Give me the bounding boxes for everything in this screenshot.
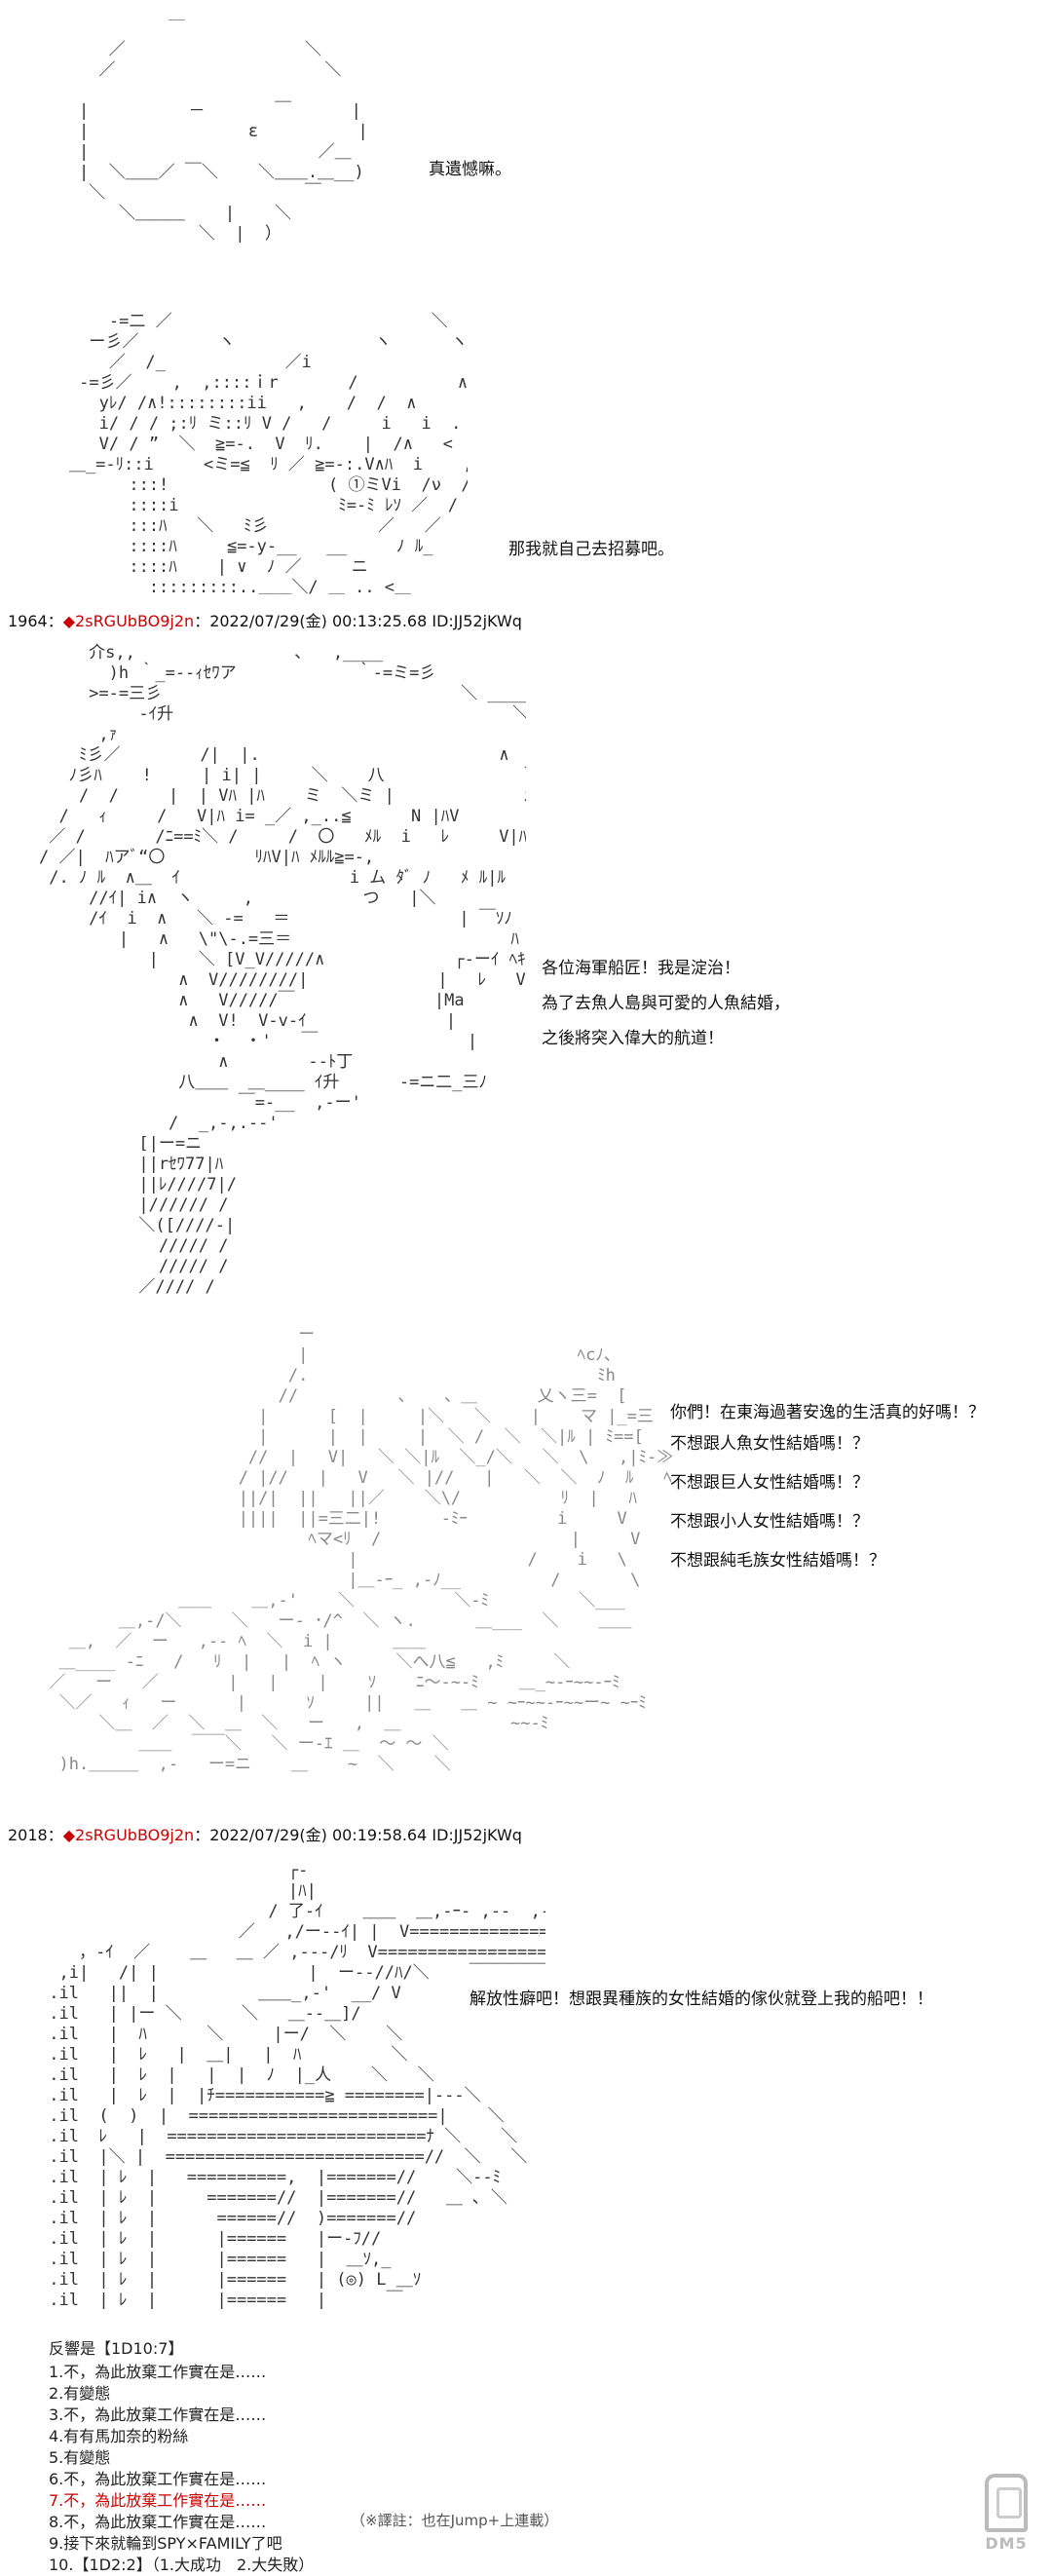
- dialog-scene4-line1: 你們！在東海過著安逸的生活真的好嗎！？: [670, 1403, 985, 1422]
- dialog-scene3-line3: 之後將突入偉大的航道！: [542, 1029, 724, 1048]
- ascii-art-face: ￣ ／ ＼ ／ ＼ | － ￣ | | ε | | ／＿ | ＼＿＿／ ￣＼ ＼…: [78, 19, 368, 244]
- dialog-scene1: 真遺憾嘛。: [429, 160, 511, 179]
- dialog-scene4-line2: 不想跟人魚女性結婚嗎！？: [670, 1434, 869, 1454]
- post-header-2018: 2018：◆2sRGUbBO9j2n：2022/07/29(金) 00:19:5…: [8, 1826, 522, 1845]
- site-watermark: DM5: [978, 2463, 1034, 2553]
- options-title: 反響是【1D10:7】: [49, 2339, 184, 2358]
- translator-note: （※譯註：也在Jump+上連載）: [351, 2512, 559, 2529]
- dialog-scene2: 那我就自己去招募吧。: [508, 540, 674, 559]
- dialog-scene4-line4: 不想跟小人女性結婚嗎！？: [670, 1512, 869, 1532]
- post-datetime-id: ：2022/07/29(金) 00:19:58.64 ID:JJ52jKWq: [194, 1826, 522, 1844]
- dialog-scene4-line5: 不想跟純毛族女性結婚嗎！？: [670, 1551, 885, 1571]
- options-list: 1.不，為此放棄工作實在是…… 2.有變態 3.不，為此放棄工作實在是…… 4.…: [49, 2362, 633, 2576]
- trip-code: 2sRGUbBO9j2n: [75, 612, 195, 630]
- list-item: 3.不，為此放棄工作實在是……: [49, 2406, 267, 2424]
- list-item-selected: 7.不，為此放棄工作實在是……: [49, 2491, 267, 2510]
- post-number: 2018: [8, 1826, 48, 1844]
- dialog-scene5: 解放性癖吧！想跟異種族的女性結婚的傢伙就登上我的船吧！！: [470, 1989, 933, 2009]
- list-item: 1.不，為此放棄工作實在是……: [49, 2363, 267, 2381]
- trip-code: 2sRGUbBO9j2n: [75, 1826, 195, 1844]
- watermark-text: DM5: [985, 2534, 1028, 2553]
- post-datetime-id: ：2022/07/29(金) 00:13:25.68 ID:JJ52jKWq: [194, 612, 522, 630]
- ascii-art-character: -=二 ／ ＼ ー彡／ ヽ ヽ ヽ＿ ／ /_ ／i ミ＿ -=彡／ , ,::…: [68, 312, 468, 594]
- list-item: 9.接下來就輪到SPY×FAMILY了吧: [49, 2534, 282, 2553]
- reaction-options: 反響是【1D10:7】 1.不，為此放棄工作實在是…… 2.有變態 3.不，為此…: [49, 2338, 633, 2576]
- watermark-logo-icon: [985, 2474, 1028, 2532]
- list-item: 4.有有馬加奈的粉絲: [49, 2427, 189, 2445]
- dialog-scene3-line1: 各位海軍船匠！我是淀治！: [542, 959, 740, 978]
- dialog-scene3-line2: 為了去魚人島與可愛的人魚結婚，: [542, 994, 790, 1013]
- list-item: 2.有變態: [49, 2384, 111, 2403]
- ascii-art-speaker: 介s,, ､ ,____ )h ｀_=--ｨｾﾜア ｀-=ミ=彡 >=-=三彡 …: [39, 643, 526, 1297]
- list-item: 6.不，為此放棄工作實在是……: [49, 2470, 267, 2488]
- trip-diamond: ◆: [62, 1826, 76, 1844]
- ascii-art-ship: ┌‐ |ﾊ| / 了‐ｲ ＿＿ ＿,-ｰ- ,-‐ ,-‐ ,-‐ ／ ,/ー-…: [49, 1861, 545, 2310]
- list-item: 5.有變態: [49, 2448, 111, 2467]
- trip-diamond: ◆: [62, 612, 76, 630]
- post-header-1964: 1964：◆2sRGUbBO9j2n：2022/07/29(金) 00:13:2…: [8, 612, 522, 631]
- dialog-scene4-line3: 不想跟巨人女性結婚嗎！？: [670, 1473, 869, 1493]
- post-number: 1964: [8, 612, 48, 630]
- post-separator: ：: [47, 1826, 63, 1844]
- list-item: 8.不，為此放棄工作實在是……: [49, 2513, 267, 2531]
- post-separator: ：: [47, 612, 63, 630]
- list-item: 10.【1D2:2】（1.大成功 2.大失敗）: [49, 2556, 315, 2574]
- ascii-art-ship-scene: ー | ﾍcﾉ、 /. ﾐh // 、 、＿ 乂ヽ三= [ |: [49, 1325, 672, 1774]
